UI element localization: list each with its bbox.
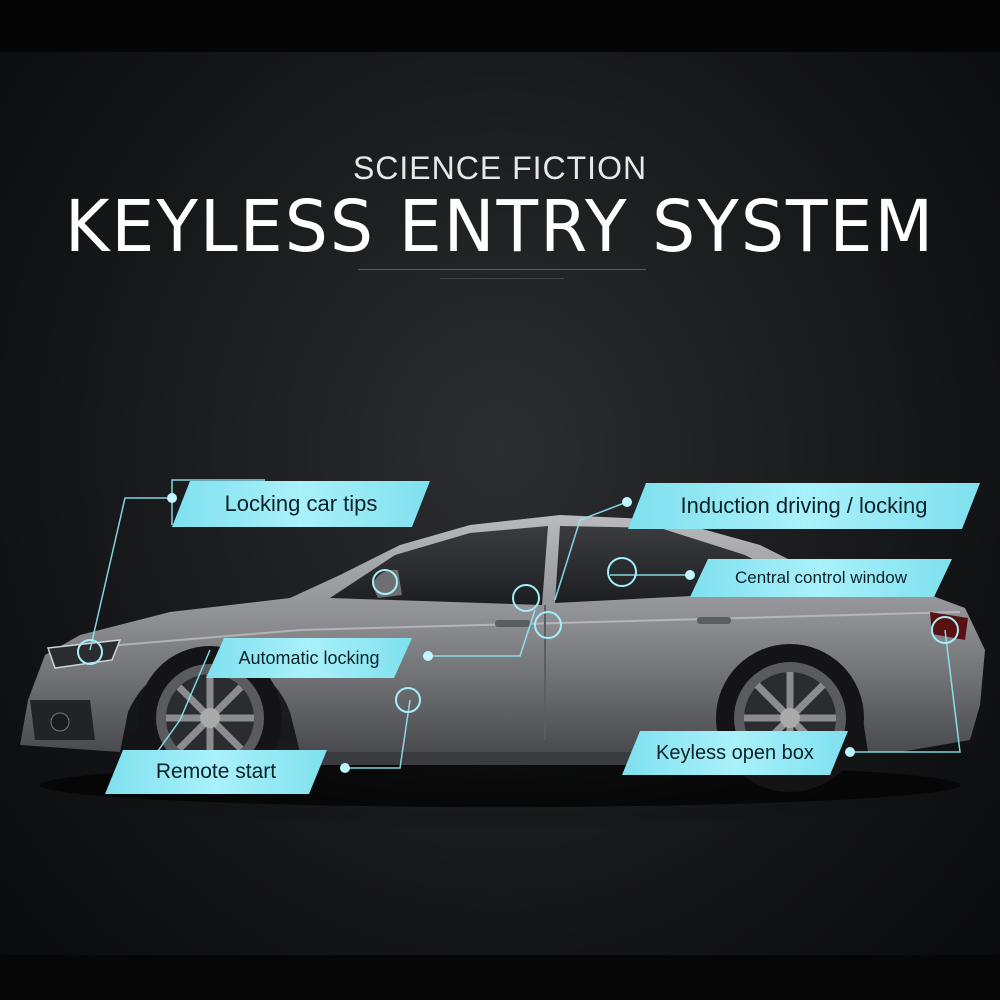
- locking-car-tips-tag: Locking car tips: [172, 481, 430, 527]
- remote-start-tag: Remote start: [105, 750, 327, 794]
- central-control-window-tag: Central control window: [690, 559, 952, 597]
- top-black-band: [0, 0, 1000, 52]
- locking-car-tips-label: Locking car tips: [224, 491, 378, 516]
- remote-start-label: Remote start: [155, 760, 277, 783]
- callout-dots: [167, 493, 855, 773]
- sensor-glows: [77, 557, 959, 713]
- page-title: KEYLESS ENTRY SYSTEM: [64, 186, 936, 269]
- automatic-locking-label: Automatic locking: [238, 647, 380, 668]
- keyless-open-box-label: Keyless open box: [656, 741, 814, 764]
- title-divider-small: [440, 278, 564, 279]
- callout-lines: [89, 479, 961, 791]
- automatic-locking-tag: Automatic locking: [206, 638, 412, 678]
- bottom-black-band: [0, 955, 1000, 1000]
- title-divider: [358, 269, 646, 270]
- side-mirror: [372, 569, 402, 598]
- induction-driving-locking-tag: Induction driving / locking: [628, 483, 980, 529]
- induction-driving-locking-label: Induction driving / locking: [680, 493, 928, 518]
- subtitle: SCIENCE FICTION: [352, 150, 648, 186]
- central-control-window-label: Central control window: [735, 568, 907, 587]
- keyless-open-box-tag: Keyless open box: [622, 731, 848, 775]
